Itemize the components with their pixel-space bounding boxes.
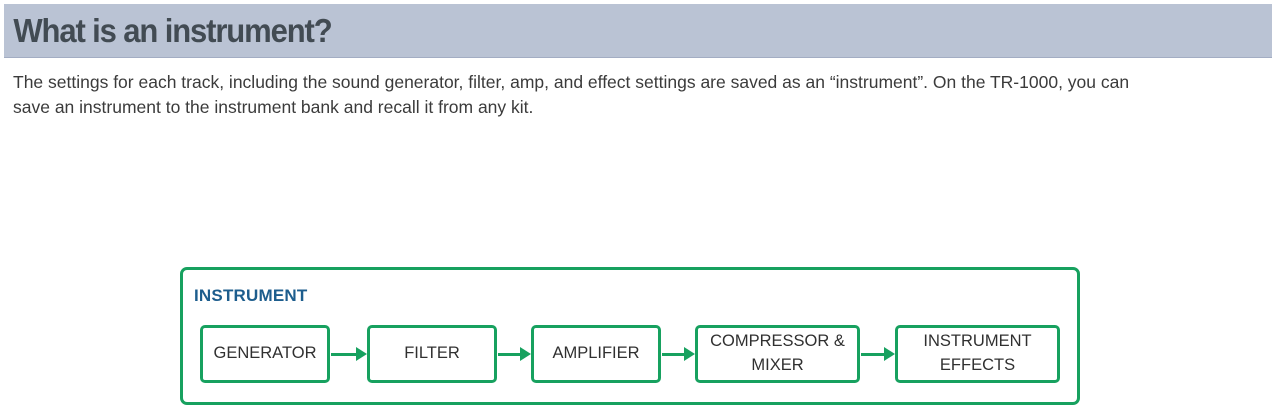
flow-box-instrument-effects: INSTRUMENT EFFECTS — [895, 325, 1060, 383]
flow-arrow — [498, 347, 531, 361]
arrow-shaft — [662, 352, 684, 356]
arrow-head-icon — [684, 347, 695, 361]
flow-arrow — [331, 347, 367, 361]
arrow-shaft — [331, 352, 356, 356]
flow-box-amplifier: AMPLIFIER — [531, 325, 661, 383]
intro-line-2: save an instrument to the instrument ban… — [13, 97, 534, 117]
flow-box-filter: FILTER — [367, 325, 497, 383]
section-header-bar: What is an instrument? — [4, 4, 1272, 58]
intro-paragraph: The settings for each track, including t… — [13, 70, 1259, 120]
arrow-head-icon — [884, 347, 895, 361]
flow-box-generator: GENERATOR — [200, 325, 330, 383]
intro-line-1: The settings for each track, including t… — [13, 72, 1130, 92]
arrow-head-icon — [520, 347, 531, 361]
instrument-diagram-label: INSTRUMENT — [194, 286, 308, 305]
flow-arrow — [861, 347, 895, 361]
flow-arrow — [662, 347, 695, 361]
arrow-head-icon — [356, 347, 367, 361]
arrow-shaft — [498, 352, 520, 356]
flow-box-compressor-mixer: COMPRESSOR & MIXER — [695, 325, 860, 383]
page-title: What is an instrument? — [13, 11, 332, 49]
arrow-shaft — [861, 352, 884, 356]
